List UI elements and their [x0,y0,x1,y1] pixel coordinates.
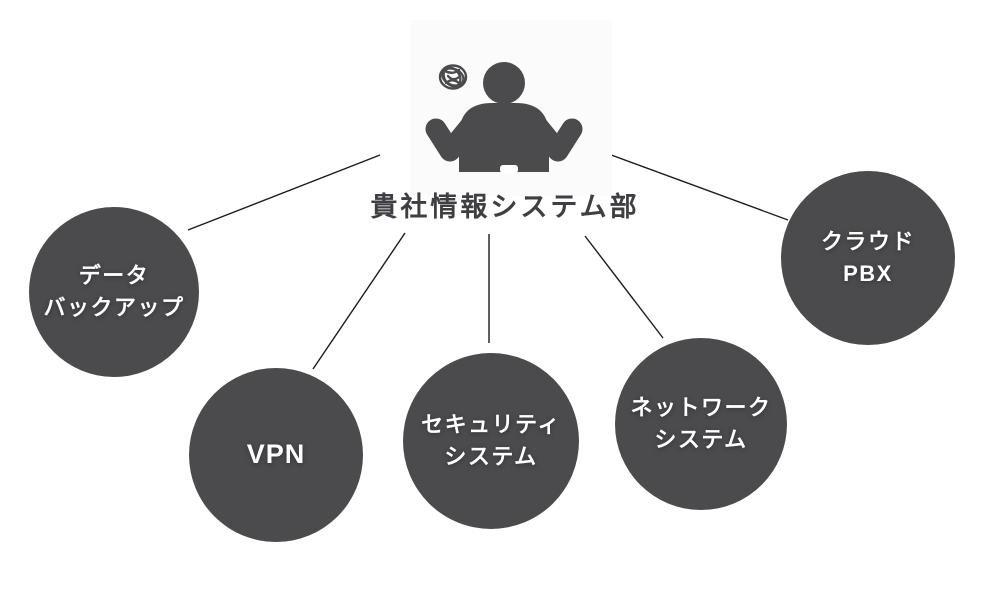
person-shrug-icon [425,62,583,173]
node-vpn: VPN [189,368,363,542]
node-data-backup: データ バックアップ [29,207,199,377]
node-cloud-pbx: クラウド PBX [781,171,955,345]
node-network: ネットワーク システム [615,338,787,510]
person-arms [425,113,583,162]
person-head [483,62,525,104]
confusion-scribble-icon [438,64,468,90]
node-network-label-line1: ネットワーク [630,395,772,421]
connector-network [584,235,664,339]
node-security-label-line2: システム [444,444,538,469]
center-label: 貴社情報システム部 [370,192,640,222]
node-data-backup-label-line1: データ [78,263,150,289]
node-network-label-line2: システム [654,427,748,452]
connector-data-backup [187,154,381,231]
node-vpn-label-line1: VPN [246,439,306,470]
node-cloud-pbx-label-line1: クラウド [820,229,915,255]
node-security: セキュリティ システム [403,353,579,529]
connector-vpn [312,232,406,370]
node-security-label-line1: セキュリティ [421,412,561,438]
node-cloud-pbx-label-line2: PBX [843,261,893,286]
node-data-backup-label-line2: バックアップ [43,295,185,320]
